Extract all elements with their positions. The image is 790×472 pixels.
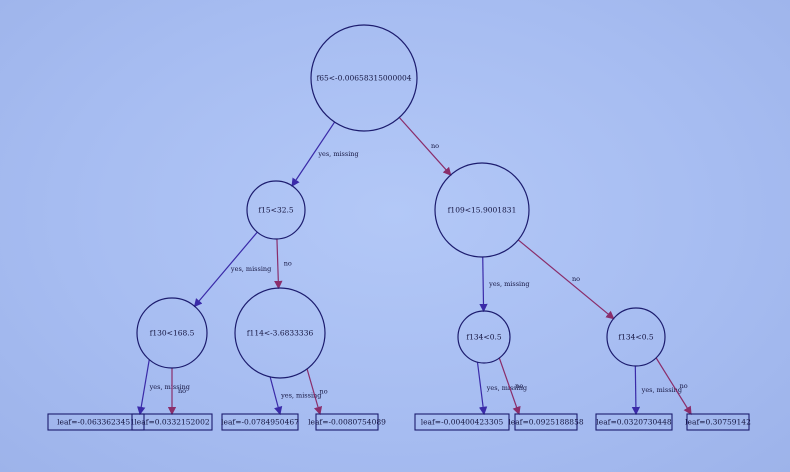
split-node-n1: f15<32.5	[246, 180, 306, 240]
leaf-node-l0: leaf=-0.0633623451	[47, 413, 145, 431]
edge-label-n6-l6: yes, missing	[641, 386, 682, 394]
edge-n1-n4	[274, 238, 283, 290]
leaf-box	[414, 413, 510, 431]
edge-label-n1-n3: yes, missing	[230, 265, 271, 273]
split-node-n4: f114<-3.6833336	[234, 287, 326, 379]
edge-label-n0-n2: no	[431, 142, 439, 150]
leaf-node-l4: leaf=-0.00400423305	[414, 413, 510, 431]
split-circle	[136, 297, 208, 369]
edge-n4-l3	[306, 368, 323, 416]
node-label: leaf=0.30759142	[685, 418, 751, 427]
node-label: f109<15.9001831	[448, 206, 517, 215]
edge-label-n5-l5: no	[515, 382, 523, 390]
node-label: leaf=0.0925188858	[508, 418, 583, 427]
leaf-node-l5: leaf=0.0925188858	[508, 413, 584, 431]
edge-n4-l2	[269, 376, 283, 416]
edge-n6-l6	[631, 365, 641, 416]
split-node-n0: f65<-0.00658315000004	[310, 24, 418, 132]
edge-label-n4-l2: yes, missing	[280, 391, 321, 399]
leaf-box	[221, 413, 299, 431]
split-node-n5: f134<0.5	[457, 310, 511, 364]
split-node-n6: f134<0.5	[606, 307, 666, 367]
leaf-box	[315, 413, 379, 431]
node-label: f65<-0.00658315000004	[316, 74, 411, 83]
leaf-node-l2: leaf=-0.0784950467	[221, 413, 299, 431]
edge-n2-n5	[479, 256, 488, 313]
edge-n3-l0	[137, 359, 150, 416]
edge-label-n3-l0: yes, missing	[149, 383, 190, 391]
edge-n0-n1	[291, 121, 336, 187]
node-label: f134<0.5	[466, 333, 502, 342]
node-label: leaf=-0.0080754089	[308, 418, 386, 427]
node-label: leaf=0.0320730448	[596, 418, 671, 427]
leaf-node-l3: leaf=-0.0080754089	[308, 413, 386, 431]
split-circle	[310, 24, 418, 132]
split-node-n3: f130<168.5	[136, 297, 208, 369]
edge-n5-l5	[498, 357, 521, 416]
node-label: leaf=-0.0784950467	[221, 418, 299, 427]
node-label: leaf=0.0332152002	[134, 418, 209, 427]
edge-label-n2-n5: yes, missing	[488, 280, 529, 288]
leaf-box	[514, 413, 578, 431]
leaf-node-l1: leaf=0.0332152002	[131, 413, 213, 431]
node-label: f130<168.5	[150, 329, 195, 338]
split-circle	[246, 180, 306, 240]
split-circle	[234, 287, 326, 379]
node-label: f15<32.5	[258, 206, 294, 215]
edge-n1-n3	[193, 231, 258, 308]
node-label: f114<-3.6833336	[247, 329, 314, 338]
leaf-box	[686, 413, 750, 431]
node-label: f134<0.5	[618, 333, 654, 342]
split-circle	[457, 310, 511, 364]
edge-label-n1-n4: no	[284, 260, 292, 268]
leaf-box	[47, 413, 145, 431]
leaf-node-l6: leaf=0.0320730448	[595, 413, 673, 431]
edge-n6-l7	[655, 357, 692, 416]
edge-label-n6-l7: no	[680, 382, 688, 390]
edge-label-n2-n6: no	[572, 275, 580, 283]
split-circle	[434, 162, 530, 258]
edge-n2-n6	[517, 239, 615, 320]
nodes-layer: f65<-0.00658315000004 f15<32.5 f109<15.900…	[47, 24, 751, 431]
split-circle	[606, 307, 666, 367]
edge-label-n3-l1: no	[178, 387, 186, 395]
edge-n0-n2	[398, 117, 452, 176]
edge-label-n4-l3: no	[320, 387, 328, 395]
node-label: leaf=-0.00400423305	[421, 418, 504, 427]
leaf-box	[131, 413, 213, 431]
edge-n5-l4	[476, 362, 488, 416]
node-label: leaf=-0.0633623451	[57, 418, 135, 427]
leaf-box	[595, 413, 673, 431]
leaf-node-l7: leaf=0.30759142	[685, 413, 751, 431]
edge-label-n0-n1: yes, missing	[317, 150, 358, 158]
split-node-n2: f109<15.9001831	[434, 162, 530, 258]
edge-label-n5-l4: yes, missing	[486, 384, 527, 392]
